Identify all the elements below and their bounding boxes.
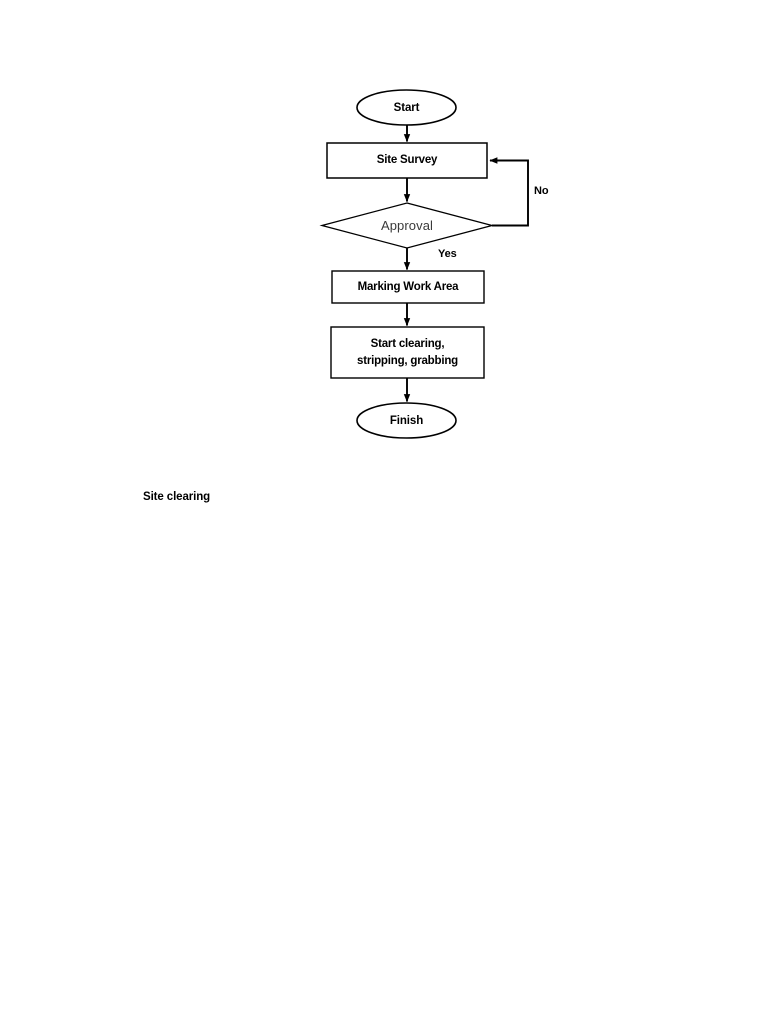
node-marking-work-area-shape <box>331 270 485 304</box>
edge-label-yes: Yes <box>438 248 457 260</box>
node-start-clearing-shape <box>330 326 485 379</box>
node-finish-shape <box>356 402 457 439</box>
node-site-survey-shape <box>326 142 488 179</box>
flowchart-diagram <box>319 89 529 439</box>
node-start-shape <box>356 89 457 126</box>
diagram-caption: Site clearing <box>143 491 211 503</box>
node-approval-shape <box>319 202 495 249</box>
edge-approval-no-loop <box>489 157 529 227</box>
edge-label-no: No <box>534 185 549 197</box>
